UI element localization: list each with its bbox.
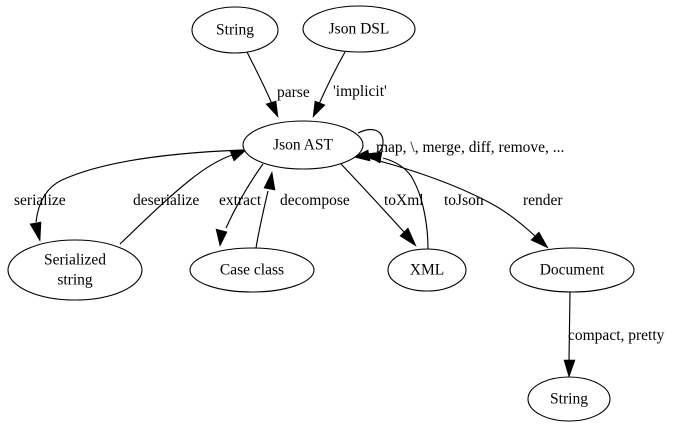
edge-toxml-path: [340, 163, 405, 233]
node-serialized-string-label-line2: string: [57, 272, 93, 289]
node-xml-ellipse[interactable]: [387, 248, 467, 292]
edge-serialize-path: [35, 149, 244, 223]
edge-parse-label: parse: [277, 84, 310, 101]
edge-decompose-arrowhead: [263, 171, 276, 191]
edge-decompose-path: [255, 190, 269, 249]
node-serialized-string-label-line1: Serialized: [44, 252, 106, 269]
edge-parse-path: [246, 51, 273, 105]
node-string-bottom-label: String: [550, 391, 588, 408]
edge-selfloop: map, \, merge, diff, remove, ...: [353, 129, 564, 162]
node-document[interactable]: Document: [509, 247, 635, 293]
edge-compact-arrowhead: [563, 359, 576, 378]
node-case-class[interactable]: Case class: [189, 247, 315, 293]
edge-extract: extract: [215, 163, 264, 247]
edge-toxml: toXml: [340, 163, 424, 247]
edge-tojson-path: [382, 157, 429, 250]
edge-selfloop-label: map, \, merge, diff, remove, ...: [376, 139, 564, 156]
edge-tojson: toJson: [363, 151, 484, 250]
edge-extract-arrowhead: [215, 228, 228, 247]
node-json-dsl-label: Json DSL: [329, 21, 390, 38]
edge-deserialize-arrowhead: [229, 149, 247, 162]
node-string-bottom[interactable]: String: [527, 376, 611, 422]
node-serialized-string[interactable]: Serialized string: [7, 239, 143, 301]
edge-implicit-arrowhead: [312, 100, 326, 118]
edge-serialize-arrowhead: [29, 221, 42, 243]
edge-parse: parse: [246, 51, 310, 118]
node-xml-label: XML: [410, 262, 444, 279]
edge-toxml-arrowhead: [399, 227, 417, 247]
node-string-top-label: String: [216, 22, 254, 39]
node-document-ellipse[interactable]: [509, 247, 635, 293]
edge-extract-label: extract: [219, 192, 262, 209]
edge-serialize: serialize: [14, 149, 244, 243]
node-json-ast[interactable]: Json AST: [242, 120, 364, 170]
node-document-label: Document: [540, 262, 605, 279]
edge-parse-arrowhead: [265, 100, 279, 118]
node-case-class-label: Case class: [220, 262, 284, 279]
edge-decompose: decompose: [255, 171, 350, 249]
node-string-top[interactable]: String: [191, 6, 279, 54]
node-case-class-ellipse[interactable]: [189, 247, 315, 293]
node-json-ast-ellipse[interactable]: [242, 120, 364, 170]
edge-compact-label: compact, pretty: [568, 327, 665, 344]
edge-deserialize-path: [119, 154, 233, 245]
edge-render: render: [363, 156, 563, 249]
edge-toxml-label: toXml: [384, 192, 424, 209]
node-serialized-string-ellipse[interactable]: [7, 239, 143, 301]
edge-implicit-label: 'implicit': [333, 83, 387, 100]
edge-implicit-path: [318, 51, 346, 105]
edge-render-path: [363, 156, 536, 237]
edge-decompose-label: decompose: [280, 192, 350, 209]
edge-tojson-label: toJson: [444, 192, 484, 209]
node-xml[interactable]: XML: [387, 248, 467, 292]
edge-serialize-label: serialize: [14, 192, 66, 209]
node-string-bottom-ellipse[interactable]: [527, 376, 611, 422]
edge-render-label: render: [523, 192, 563, 209]
edge-implicit: 'implicit': [312, 51, 387, 118]
node-json-ast-label: Json AST: [273, 137, 333, 154]
edge-compact-pretty: compact, pretty: [563, 291, 665, 378]
edge-deserialize-label: deserialize: [133, 192, 199, 209]
node-json-dsl[interactable]: Json DSL: [302, 5, 416, 53]
edge-render-arrowhead: [530, 231, 549, 249]
edge-deserialize: deserialize: [119, 149, 247, 245]
edge-extract-path: [225, 163, 264, 229]
node-json-dsl-ellipse[interactable]: [302, 5, 416, 53]
edge-compact-path: [568, 291, 571, 361]
node-string-top-ellipse[interactable]: [191, 6, 279, 54]
